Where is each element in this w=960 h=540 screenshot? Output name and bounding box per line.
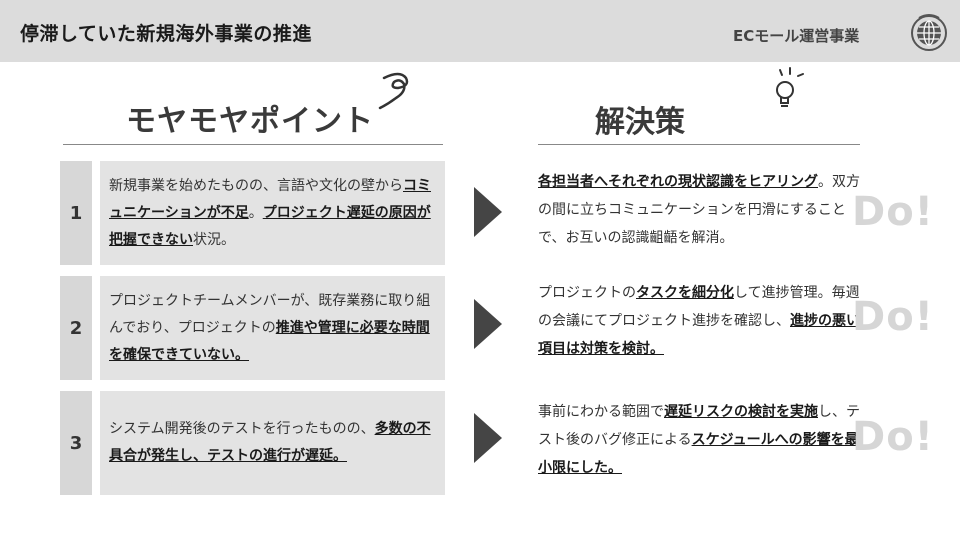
problems-heading: モヤモヤポイント <box>126 104 374 139</box>
divider-right <box>538 144 860 145</box>
row-number: 2 <box>60 276 92 380</box>
body-text: して進捗管理。毎週の会議にてプロジェクト進捗を確認し、 <box>538 285 860 329</box>
body-text: 新規事業を始めたものの、言語や文化の壁から <box>109 177 403 194</box>
row-number: 3 <box>60 391 92 495</box>
problem-text: 新規事業を始めたものの、言語や文化の壁からコミュニケーションが不足。プロジェクト… <box>109 173 435 254</box>
highlight-text: 進捗の悪い項目は対策を検討。 <box>538 313 860 357</box>
highlight-text: 遅延リスクの検討を実施 <box>664 404 818 420</box>
header-bar: 停滞していた新規海外事業の推進 ECモール運営事業 <box>0 0 960 62</box>
do-label: Do! <box>852 414 934 460</box>
solutions-heading: 解決策 <box>595 105 685 140</box>
problem-box: システム開発後のテストを行ったものの、多数の不具合が発生し、テストの進行が遅延。 <box>100 391 445 495</box>
highlight-text: コミュニケーションが不足 <box>109 177 431 221</box>
solution-text: 事前にわかる範囲で遅延リスクの検討を実施し、テスト後のバグ修正によるスケジュール… <box>538 398 860 482</box>
company-label: ECモール運営事業 <box>733 27 860 45</box>
solution-text: 各担当者へそれぞれの現状認識をヒアリング。双方の間に立ちコミュニケーションを円滑… <box>538 168 860 252</box>
problem-text: システム開発後のテストを行ったものの、多数の不具合が発生し、テストの進行が遅延。 <box>109 416 435 470</box>
body-text: 事前にわかる範囲で <box>538 404 664 420</box>
body-text: システム開発後のテストを行ったものの、 <box>109 421 375 437</box>
problem-box: 新規事業を始めたものの、言語や文化の壁からコミュニケーションが不足。プロジェクト… <box>100 161 445 265</box>
divider-left <box>63 144 443 145</box>
body-text: プロジェクトの <box>538 285 636 301</box>
highlight-text: 推進や管理に必要な時間を確保できていない。 <box>109 319 430 363</box>
arrow-right-icon <box>474 413 502 463</box>
body-text: し、テスト後のバグ修正による <box>538 404 860 448</box>
highlight-text: プロジェクト遅延の原因が把握できない <box>109 204 431 248</box>
arrow-right-icon <box>474 299 502 349</box>
highlight-text: タスクを細分化 <box>636 285 734 301</box>
row-number: 1 <box>60 161 92 265</box>
body-text: 状況。 <box>193 231 235 248</box>
solution-text: プロジェクトのタスクを細分化して進捗管理。毎週の会議にてプロジェクト進捗を確認し… <box>538 279 860 363</box>
highlight-text: 各担当者へそれぞれの現状認識をヒアリング <box>538 174 818 190</box>
swirl-icon <box>378 72 409 110</box>
do-label: Do! <box>852 189 934 235</box>
body-text: 。双方の間に立ちコミュニケーションを円滑にすることで、お互いの認識齟齬を解消。 <box>538 174 860 246</box>
problem-box: プロジェクトチームメンバーが、既存業務に取り組んでおり、プロジェクトの推進や管理… <box>100 276 445 380</box>
arrow-right-icon <box>474 187 502 237</box>
globe-icon <box>911 14 947 51</box>
body-text: 。 <box>248 204 263 221</box>
body-text: プロジェクトチームメンバーが、既存業務に取り組んでおり、プロジェクトの <box>109 292 431 336</box>
highlight-text: 多数の不具合が発生し、テストの進行が遅延。 <box>109 421 431 464</box>
highlight-text: スケジュールへの影響を最小限にした。 <box>538 432 859 476</box>
lightbulb-icon <box>776 67 804 107</box>
do-label: Do! <box>852 294 934 340</box>
page-title: 停滞していた新規海外事業の推進 <box>20 23 312 45</box>
problem-text: プロジェクトチームメンバーが、既存業務に取り組んでおり、プロジェクトの推進や管理… <box>109 288 435 369</box>
